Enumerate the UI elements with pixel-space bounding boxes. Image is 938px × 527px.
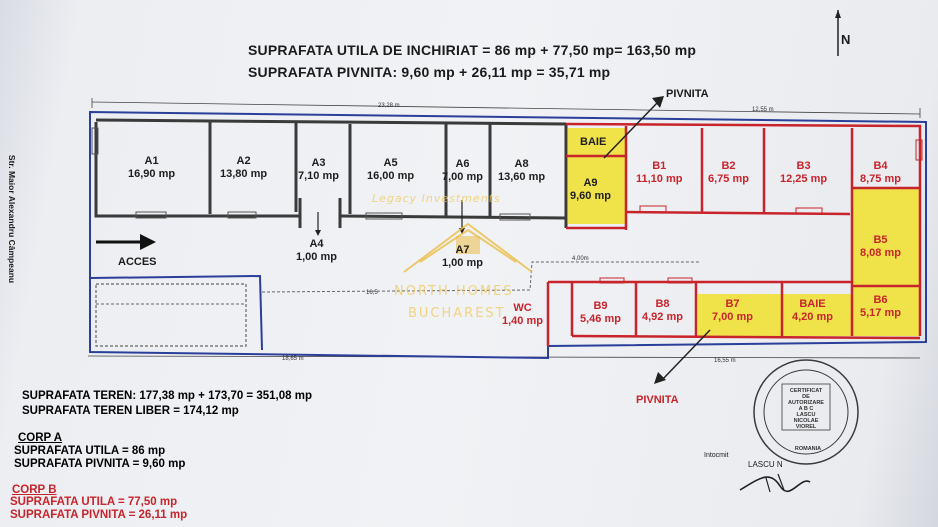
- dimension-top-left: 23,28 m: [378, 103, 400, 109]
- watermark-brand-line2: BUCHAREST: [408, 306, 506, 321]
- corp-b-usable: SUPRAFATA UTILA = 77,50 mp: [10, 496, 178, 508]
- dimension-bottom-left: 18,65 m: [282, 356, 304, 362]
- access-label: ACCES: [118, 256, 157, 268]
- drafted-by-label: Intocmit: [704, 452, 729, 459]
- header-basement-area: SUPRAFATA PIVNITA: 9,60 mp + 26,11 mp = …: [248, 64, 611, 80]
- watermark-script: Legacy Investments: [372, 192, 501, 205]
- dimension-mid-a: 4,00m: [572, 256, 589, 262]
- basement-label-bottom: PIVNITA: [636, 394, 679, 406]
- watermark-brand-line1: NORTH HOMES: [394, 284, 514, 299]
- corp-b-basement: SUPRAFATA PIVNITA = 26,11 mp: [10, 509, 188, 521]
- summary-free-land: SUPRAFATA TEREN LIBER = 174,12 mp: [22, 405, 239, 417]
- basement-label-top: PIVNITA: [666, 88, 709, 100]
- corp-a-title: CORP A: [18, 432, 63, 444]
- surveyor-name: LASCU N: [748, 460, 783, 469]
- north-arrow-icon: [835, 10, 841, 56]
- room-a-bathroom: BAIE: [580, 136, 607, 148]
- dimension-mid-b: 16,5: [366, 290, 378, 296]
- stamp-country: ROMANIA: [794, 446, 822, 452]
- street-name-label: Str. Maior Alexandru Câmpeanu: [7, 154, 18, 284]
- stamp-seal: CERTIFICAT DE AUTORIZARE A B C LASCU NIC…: [788, 388, 824, 430]
- corp-a-basement: SUPRAFATA PIVNITA = 9,60 mp: [14, 458, 186, 470]
- dimension-top-right: 12,55 m: [752, 107, 774, 113]
- corp-b-title: CORP B: [12, 484, 57, 496]
- corp-a-usable: SUPRAFATA UTILA = 86 mp: [14, 445, 166, 457]
- summary-land-area: SUPRAFATA TEREN: 177,38 mp + 173,70 = 35…: [22, 390, 312, 402]
- north-label: N: [841, 32, 851, 47]
- dimension-bottom-right: 16,55 m: [714, 358, 736, 364]
- header-usable-area: SUPRAFATA UTILA DE INCHIRIAT = 86 mp + 7…: [248, 42, 697, 58]
